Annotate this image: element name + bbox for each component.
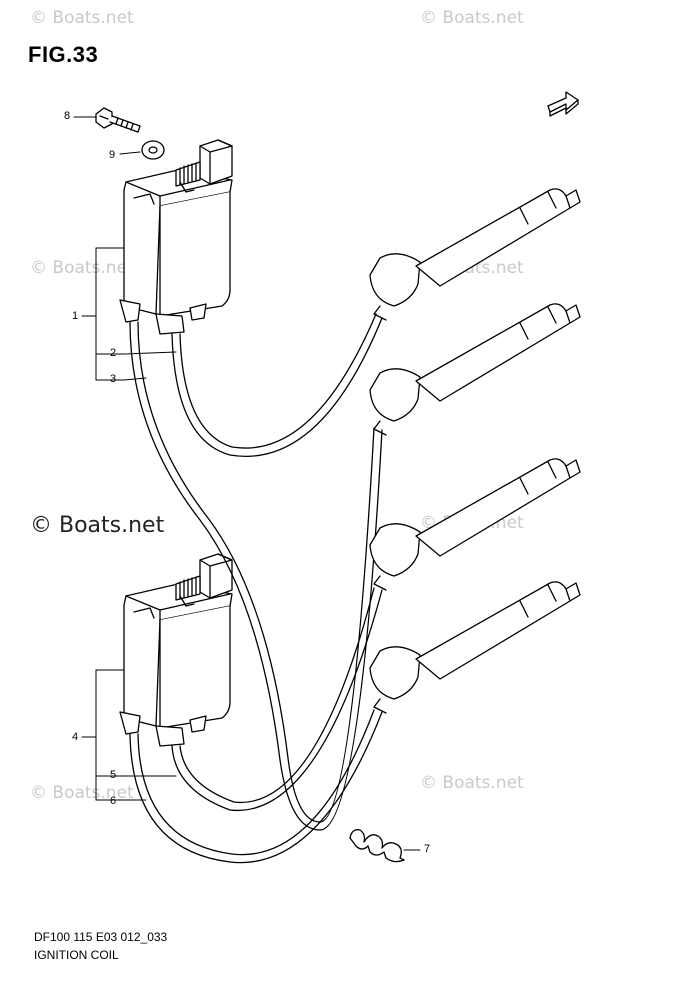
callout-1: 1 bbox=[72, 310, 79, 322]
cable-clamp-icon bbox=[349, 829, 405, 863]
ignition-coil-upper bbox=[119, 139, 233, 335]
watermark: © Boats.net bbox=[30, 258, 134, 278]
watermark-main: © Boats.net bbox=[30, 513, 165, 538]
plug-cap-3 bbox=[369, 458, 581, 591]
plug-cap-4 bbox=[369, 581, 581, 714]
leader-lines bbox=[73, 116, 421, 851]
callout-9: 9 bbox=[109, 149, 116, 161]
watermark: © Boats.net bbox=[30, 783, 134, 803]
figure-title: FIG.33 bbox=[28, 42, 99, 67]
ignition-coil-lower bbox=[119, 553, 233, 747]
high-tension-cables bbox=[129, 313, 383, 864]
fwd-arrow-icon bbox=[547, 91, 579, 117]
figure-caption: IGNITION COIL bbox=[34, 948, 119, 962]
callout-7: 7 bbox=[424, 843, 431, 855]
callout-6: 6 bbox=[110, 795, 117, 807]
washer-icon bbox=[141, 140, 165, 160]
plug-cap-2 bbox=[369, 303, 581, 436]
plug-cap-1 bbox=[369, 188, 581, 321]
watermark: © Boats.net bbox=[30, 8, 134, 28]
callout-5: 5 bbox=[110, 769, 117, 781]
callout-2: 2 bbox=[110, 347, 117, 359]
callout-8: 8 bbox=[64, 110, 71, 122]
figure-code: DF100 115 E03 012_033 bbox=[34, 930, 168, 944]
callout-4: 4 bbox=[72, 731, 79, 743]
watermark: © Boats.net bbox=[420, 8, 524, 28]
bolt-icon bbox=[95, 107, 141, 133]
callout-3: 3 bbox=[110, 373, 117, 385]
watermark: © Boats.net bbox=[420, 773, 524, 793]
